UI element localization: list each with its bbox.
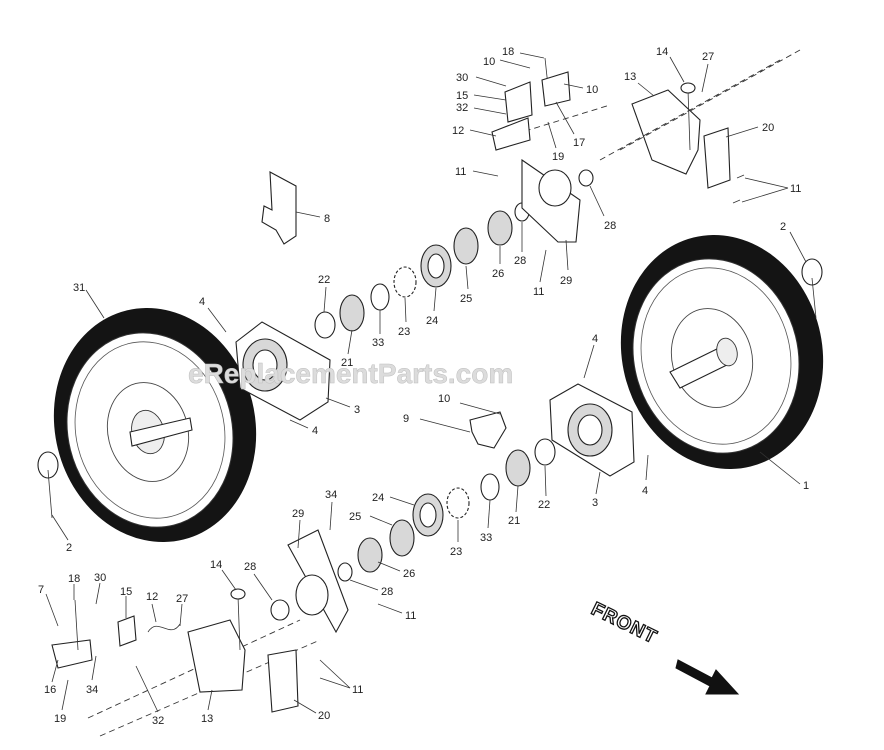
gear-housing-lower xyxy=(549,383,635,477)
callout-28: 28 xyxy=(381,586,393,598)
callout-30: 30 xyxy=(456,72,468,84)
callout-4: 4 xyxy=(642,485,648,497)
callout-25: 25 xyxy=(349,511,361,523)
callout-18: 18 xyxy=(68,573,80,585)
callout-27: 27 xyxy=(702,51,714,63)
callout-11: 11 xyxy=(352,684,363,696)
left-wheel-assembly xyxy=(53,307,257,543)
callout-30: 30 xyxy=(94,572,106,584)
callout-24: 24 xyxy=(372,492,384,504)
callout-11: 11 xyxy=(405,610,416,622)
front-arrow-icon xyxy=(675,659,740,695)
callout-24: 24 xyxy=(426,315,438,327)
callout-11: 11 xyxy=(790,183,801,195)
callout-28: 28 xyxy=(604,220,616,232)
front-direction-indicator: FRONT xyxy=(587,598,740,695)
callout-25: 25 xyxy=(460,293,472,305)
callout-26: 26 xyxy=(403,568,415,580)
callout-20: 20 xyxy=(762,122,774,134)
callout-2: 2 xyxy=(780,221,786,233)
callout-16: 16 xyxy=(44,684,56,696)
callout-28: 28 xyxy=(244,561,256,573)
callout-23: 23 xyxy=(450,546,462,558)
callout-13: 13 xyxy=(201,713,213,725)
callout-10: 10 xyxy=(586,84,598,96)
right-wheel-assembly xyxy=(620,234,824,470)
callout-28: 28 xyxy=(514,255,526,267)
callout-22: 22 xyxy=(318,274,330,286)
callout-33: 33 xyxy=(372,337,384,349)
callout-21: 21 xyxy=(341,357,353,369)
callout-10: 10 xyxy=(438,393,450,405)
callout-17: 17 xyxy=(573,137,585,149)
callouts: 1 2 2 3 3 4 4 4 4 7 8 9 10 10 10 11 11 xyxy=(38,46,809,727)
callout-2: 2 xyxy=(66,542,72,554)
callout-20: 20 xyxy=(318,710,330,722)
callout-26: 26 xyxy=(492,268,504,280)
callout-13: 13 xyxy=(624,71,636,83)
callout-21: 21 xyxy=(508,515,520,527)
callout-3: 3 xyxy=(592,497,598,509)
upper-linkage xyxy=(491,49,801,204)
callout-14: 14 xyxy=(656,46,668,58)
bracket-8 xyxy=(261,171,297,245)
callout-1: 1 xyxy=(803,480,809,492)
callout-12: 12 xyxy=(452,125,464,137)
callout-31: 31 xyxy=(73,282,85,294)
callout-4: 4 xyxy=(199,296,205,308)
callout-34: 34 xyxy=(86,684,98,696)
lynch-pin-right xyxy=(801,258,823,319)
lynch-pin-left xyxy=(37,451,59,519)
callout-14: 14 xyxy=(210,559,222,571)
callout-15: 15 xyxy=(456,90,468,102)
callout-32: 32 xyxy=(152,715,164,727)
bracket-9 xyxy=(469,411,507,449)
callout-19: 19 xyxy=(54,713,66,725)
callout-15: 15 xyxy=(120,586,132,598)
callout-11: 11 xyxy=(533,286,544,298)
callout-34: 34 xyxy=(325,489,337,501)
callout-8: 8 xyxy=(324,213,330,225)
lower-drive-stack xyxy=(270,438,556,634)
callout-29: 29 xyxy=(560,275,572,287)
callout-7: 7 xyxy=(38,584,44,596)
callout-11: 11 xyxy=(455,166,466,178)
callout-33: 33 xyxy=(480,532,492,544)
callout-12: 12 xyxy=(146,591,158,603)
upper-drive-stack xyxy=(314,158,594,339)
callout-32: 32 xyxy=(456,102,468,114)
callout-22: 22 xyxy=(538,499,550,511)
callout-4: 4 xyxy=(592,333,598,345)
callout-3: 3 xyxy=(354,404,360,416)
callout-4: 4 xyxy=(312,425,318,437)
lower-linkage xyxy=(51,588,321,737)
callout-9: 9 xyxy=(403,413,409,425)
callout-18: 18 xyxy=(502,46,514,58)
callout-27: 27 xyxy=(176,593,188,605)
front-label: FRONT xyxy=(588,599,661,649)
callout-19: 19 xyxy=(552,151,564,163)
callout-10: 10 xyxy=(483,56,495,68)
callout-29: 29 xyxy=(292,508,304,520)
callout-23: 23 xyxy=(398,326,410,338)
watermark: eReplacementParts.com xyxy=(188,358,513,389)
gear-housing-upper xyxy=(235,321,331,421)
